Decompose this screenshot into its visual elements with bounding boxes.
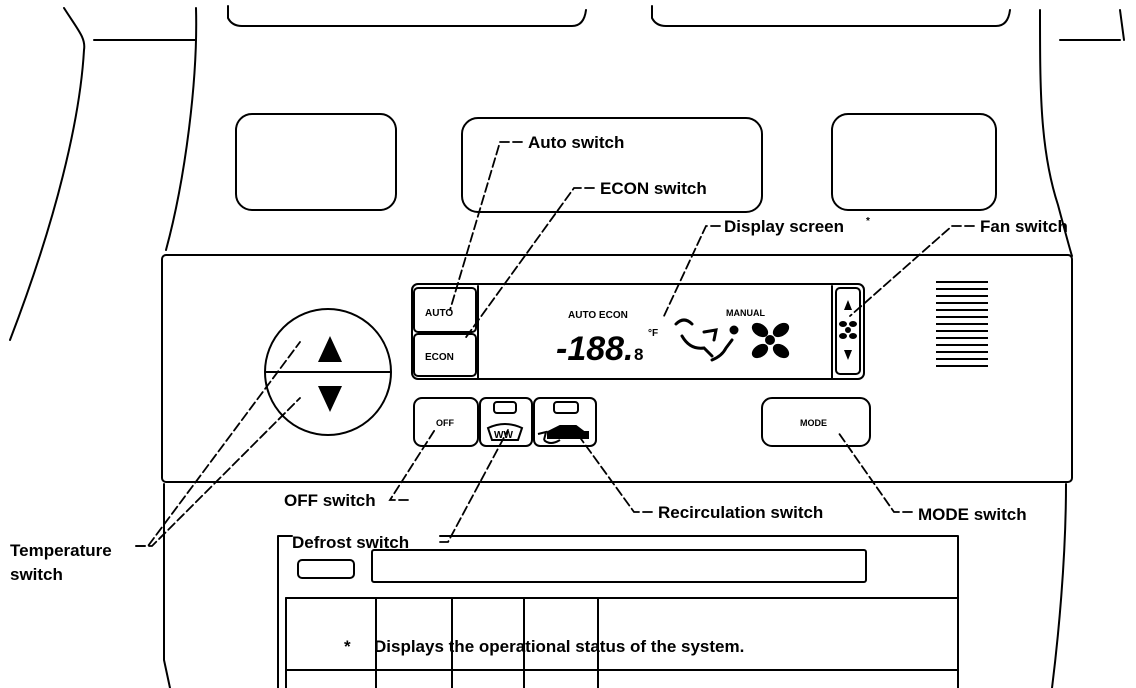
mode-switch-callout: MODE switch xyxy=(918,505,1027,524)
display-screen-callout: Display screen xyxy=(724,217,844,236)
fan-switch-icon xyxy=(839,321,857,339)
small-switch xyxy=(297,559,355,579)
off-switch-callout: OFF switch xyxy=(284,491,376,510)
temperature-switch-callout-line2: switch xyxy=(10,565,63,584)
auto-button[interactable] xyxy=(413,287,477,333)
storage-slot xyxy=(371,549,867,583)
defrost-icon: WW xyxy=(494,430,513,441)
econ-button[interactable] xyxy=(413,333,477,377)
off-button-label: OFF xyxy=(436,418,454,428)
temperature-switch-callout-line1: Temperature xyxy=(10,541,112,560)
display-manual-text: MANUAL xyxy=(726,308,765,318)
econ-switch-callout: ECON switch xyxy=(600,179,707,198)
display-mode-text: AUTO ECON xyxy=(568,310,628,321)
display-unit xyxy=(411,283,865,380)
off-button[interactable] xyxy=(413,397,479,447)
display-screen-mark: * xyxy=(866,216,870,227)
econ-button-label: ECON xyxy=(425,352,454,363)
auto-switch-callout: Auto switch xyxy=(528,133,624,152)
recirculation-indicator xyxy=(553,401,579,414)
leader-lines xyxy=(135,141,975,547)
display-temperature-decimal: 8 xyxy=(634,345,643,364)
car-recirculation-icon xyxy=(537,425,589,444)
mode-button[interactable] xyxy=(761,397,871,447)
defrost-bracket xyxy=(277,535,959,688)
display-temperature: -188. xyxy=(556,330,634,368)
temp-down-icon[interactable] xyxy=(318,386,342,412)
temperature-switch[interactable] xyxy=(264,308,392,436)
airflow-icon xyxy=(674,318,739,362)
temp-up-icon[interactable] xyxy=(318,336,342,362)
footnote-text: Displays the operational status of the s… xyxy=(374,637,744,656)
auto-button-label: AUTO xyxy=(425,308,453,319)
defrost-switch-callout: Defrost switch xyxy=(292,533,409,552)
fan-switch[interactable] xyxy=(835,287,861,375)
recirculation-switch-callout: Recirculation switch xyxy=(658,503,823,522)
display-unit-text: °F xyxy=(648,328,658,339)
recirculation-button[interactable] xyxy=(533,397,597,447)
fan-switch-callout: Fan switch xyxy=(980,217,1068,236)
right-vent-opening xyxy=(831,113,997,211)
fan-icon xyxy=(751,322,790,359)
defrost-button[interactable] xyxy=(479,397,533,447)
mode-button-label: MODE xyxy=(800,418,827,428)
vent-grille-icon xyxy=(936,281,988,367)
control-panel xyxy=(161,254,1073,483)
fan-up-icon[interactable] xyxy=(844,300,852,310)
dashboard-outline xyxy=(9,5,1125,688)
center-vent-opening xyxy=(461,117,763,213)
defrost-indicator xyxy=(493,401,517,414)
fan-down-icon[interactable] xyxy=(844,350,852,360)
footnote-mark: * xyxy=(344,637,351,656)
left-vent-opening xyxy=(235,113,397,211)
defrost-window-icon xyxy=(486,423,524,441)
